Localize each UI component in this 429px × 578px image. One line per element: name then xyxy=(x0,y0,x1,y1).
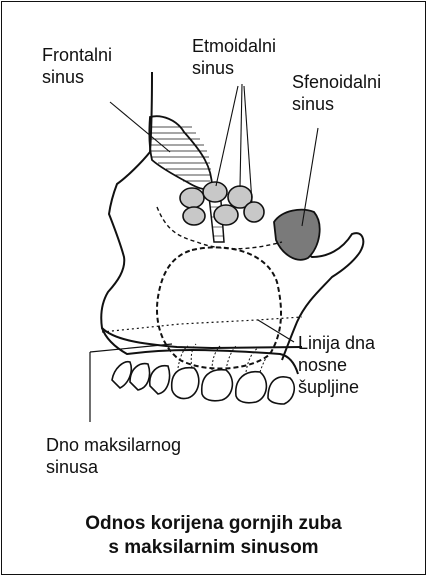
figure-caption: Odnos korijena gornjih zuba s maksilarni… xyxy=(2,512,425,560)
nasal-floor-dotted-line xyxy=(102,317,302,332)
maxillary-floor-label: Dno maksilarnog sinusa xyxy=(46,434,181,478)
sphenoid-sinus-label: Sfenoidalni sinus xyxy=(292,71,381,115)
ethmoid-leader-line-a xyxy=(240,84,242,187)
ethmoid-leader-line-c xyxy=(244,86,252,202)
frontal-sinus-label: Frontalni sinus xyxy=(42,44,112,88)
ethmoid-leader-line-b xyxy=(216,86,238,186)
nasal-floor-line-label: Linija dna nosne šupljine xyxy=(298,332,375,398)
ethmoid-sinus-label: Etmoidalni sinus xyxy=(192,35,276,79)
nasal-floor-leader-line xyxy=(258,320,294,342)
sphenoid-sinus-shape xyxy=(274,210,320,260)
